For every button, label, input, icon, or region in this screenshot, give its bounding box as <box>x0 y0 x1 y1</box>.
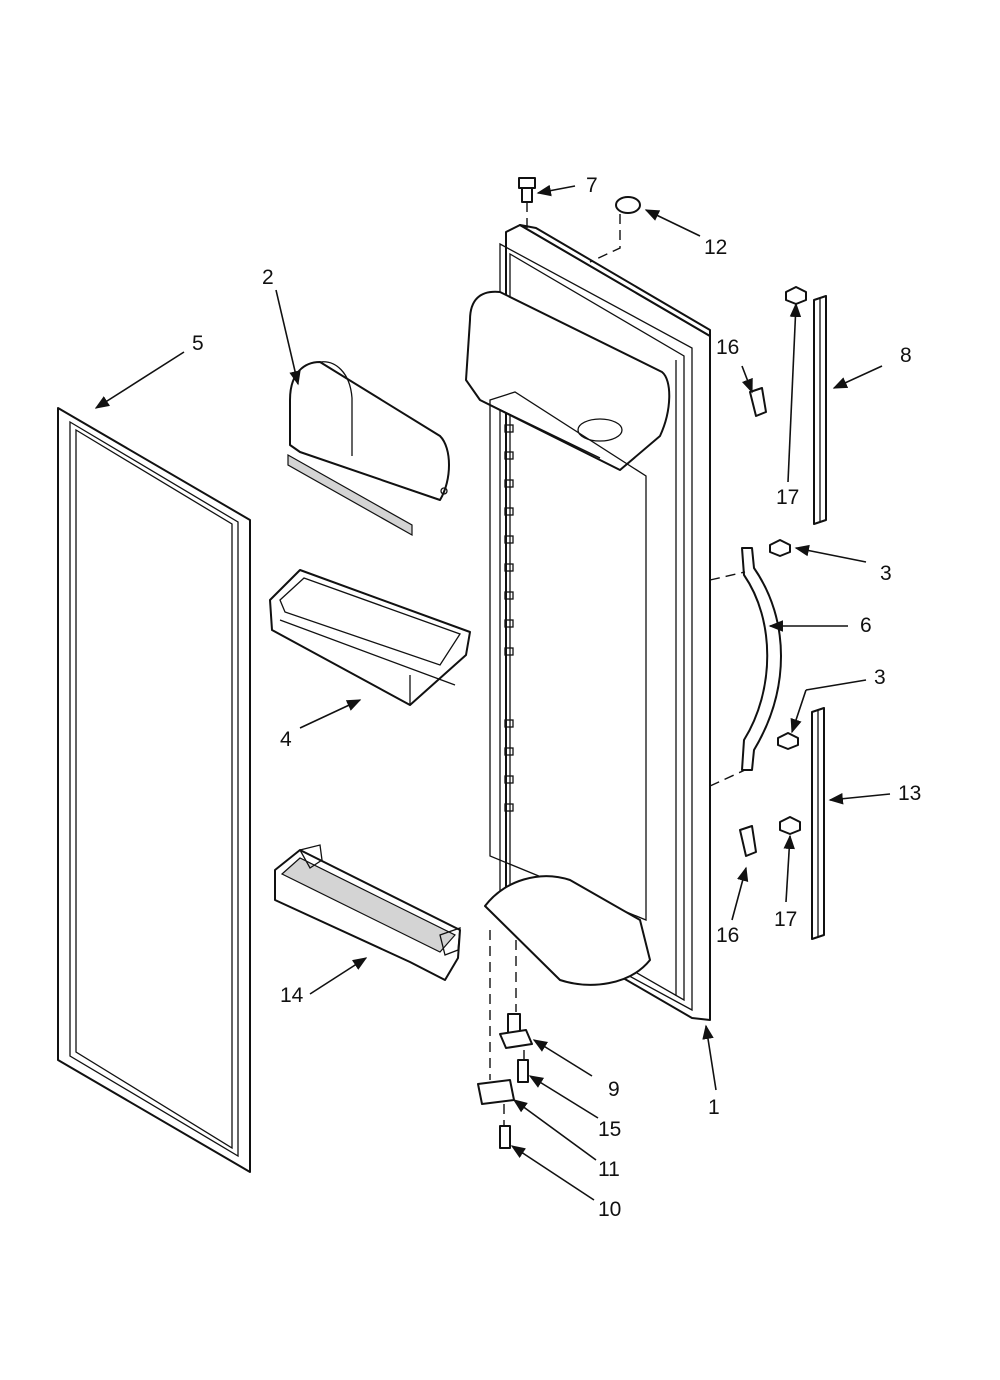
callout-7: 7 <box>586 174 598 197</box>
callout-16-upper: 16 <box>716 336 739 359</box>
hinge-bracket <box>477 1079 515 1105</box>
handle-screw-lower <box>777 732 799 750</box>
lower-hinge <box>499 1013 533 1049</box>
shelf-support-tabs <box>504 424 514 812</box>
callout-12: 12 <box>704 236 727 259</box>
callout-10: 10 <box>598 1198 621 1221</box>
door-gasket <box>57 407 251 1173</box>
door-bin <box>269 569 471 706</box>
trim-strip-lower <box>811 707 825 940</box>
callout-9: 9 <box>608 1078 620 1101</box>
hinge-bolt <box>499 1125 511 1149</box>
callout-17-upper: 17 <box>776 486 799 509</box>
dairy-compartment <box>287 361 450 537</box>
hinge-screw <box>517 1059 529 1083</box>
callout-11: 11 <box>598 1158 620 1181</box>
callout-5: 5 <box>192 332 204 355</box>
leader-lines <box>94 184 891 1201</box>
hinge-bushing <box>518 177 536 203</box>
callout-1: 1 <box>708 1096 720 1119</box>
callout-6: 6 <box>860 614 872 637</box>
handle-screw-upper <box>769 539 791 557</box>
callout-4: 4 <box>280 728 292 751</box>
refrigerator-door <box>465 224 711 1021</box>
callout-3-upper: 3 <box>880 562 892 585</box>
trim-screw-upper <box>785 286 807 305</box>
door-handle <box>741 547 782 771</box>
trim-clip-upper <box>749 387 767 417</box>
callout-labels: 1 2 3 3 4 5 6 7 8 9 10 11 12 13 14 15 16… <box>192 174 921 1221</box>
callout-15: 15 <box>598 1118 621 1141</box>
callout-8: 8 <box>900 344 912 367</box>
door-shelf <box>274 844 461 981</box>
callout-16-lower: 16 <box>716 924 739 947</box>
trim-strip-upper <box>813 295 827 525</box>
callout-3-lower: 3 <box>874 666 886 689</box>
callout-2: 2 <box>262 266 274 289</box>
callout-13: 13 <box>898 782 921 805</box>
callout-17-lower: 17 <box>774 908 797 931</box>
cap-plug <box>615 196 641 214</box>
callout-14: 14 <box>280 984 304 1007</box>
trim-clip-lower <box>739 825 757 857</box>
trim-screw-lower <box>779 816 801 835</box>
assembly-lines <box>489 202 746 1126</box>
